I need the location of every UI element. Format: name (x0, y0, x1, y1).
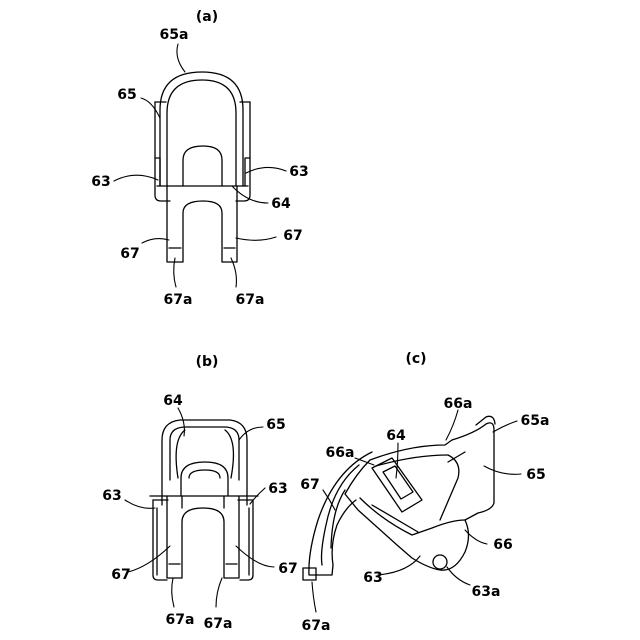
label-64: 64 (163, 393, 183, 409)
panel-c-labels: 66a 65a 64 66a 65 67 66 63 63a 67a (300, 396, 549, 634)
label-67-right: 67 (278, 561, 297, 577)
label-67-left: 67 (120, 246, 139, 262)
panel-a: (a) (91, 9, 308, 308)
panel-c-title: (c) (405, 351, 426, 367)
panel-b-labels: 64 65 63 63 67 67 67a 67a (102, 393, 297, 632)
label-67a: 67a (302, 618, 331, 634)
panel-a-labels: 65a 65 63 63 64 67 67 67a 67a (91, 27, 308, 308)
panel-b-title: (b) (196, 354, 219, 370)
label-65a: 65a (521, 413, 550, 429)
label-64: 64 (271, 196, 291, 212)
label-67a-right: 67a (204, 616, 233, 632)
panel-a-drawing (155, 72, 250, 262)
panel-c-leaders (312, 410, 521, 612)
panel-b-drawing (150, 420, 258, 580)
label-67-left: 67 (111, 567, 130, 583)
label-67a-left: 67a (164, 292, 193, 308)
label-67a-left: 67a (166, 612, 195, 628)
label-63-left: 63 (102, 488, 121, 504)
label-67-right: 67 (283, 228, 302, 244)
label-66a-left: 66a (326, 445, 355, 461)
label-63a: 63a (472, 584, 501, 600)
label-63: 63 (363, 570, 382, 586)
label-63-right: 63 (289, 164, 308, 180)
label-67: 67 (300, 477, 319, 493)
label-65a: 65a (160, 27, 189, 43)
label-65: 65 (266, 417, 285, 433)
panel-b: (b) (102, 354, 297, 632)
label-65: 65 (526, 467, 545, 483)
label-65: 65 (117, 87, 136, 103)
label-64: 64 (386, 428, 406, 444)
label-67a-right: 67a (236, 292, 265, 308)
label-63-left: 63 (91, 174, 110, 190)
label-66a-top: 66a (444, 396, 473, 412)
panel-a-title: (a) (196, 9, 218, 25)
panel-c: (c) (300, 351, 549, 634)
label-63-right: 63 (268, 481, 287, 497)
label-66: 66 (493, 537, 512, 553)
